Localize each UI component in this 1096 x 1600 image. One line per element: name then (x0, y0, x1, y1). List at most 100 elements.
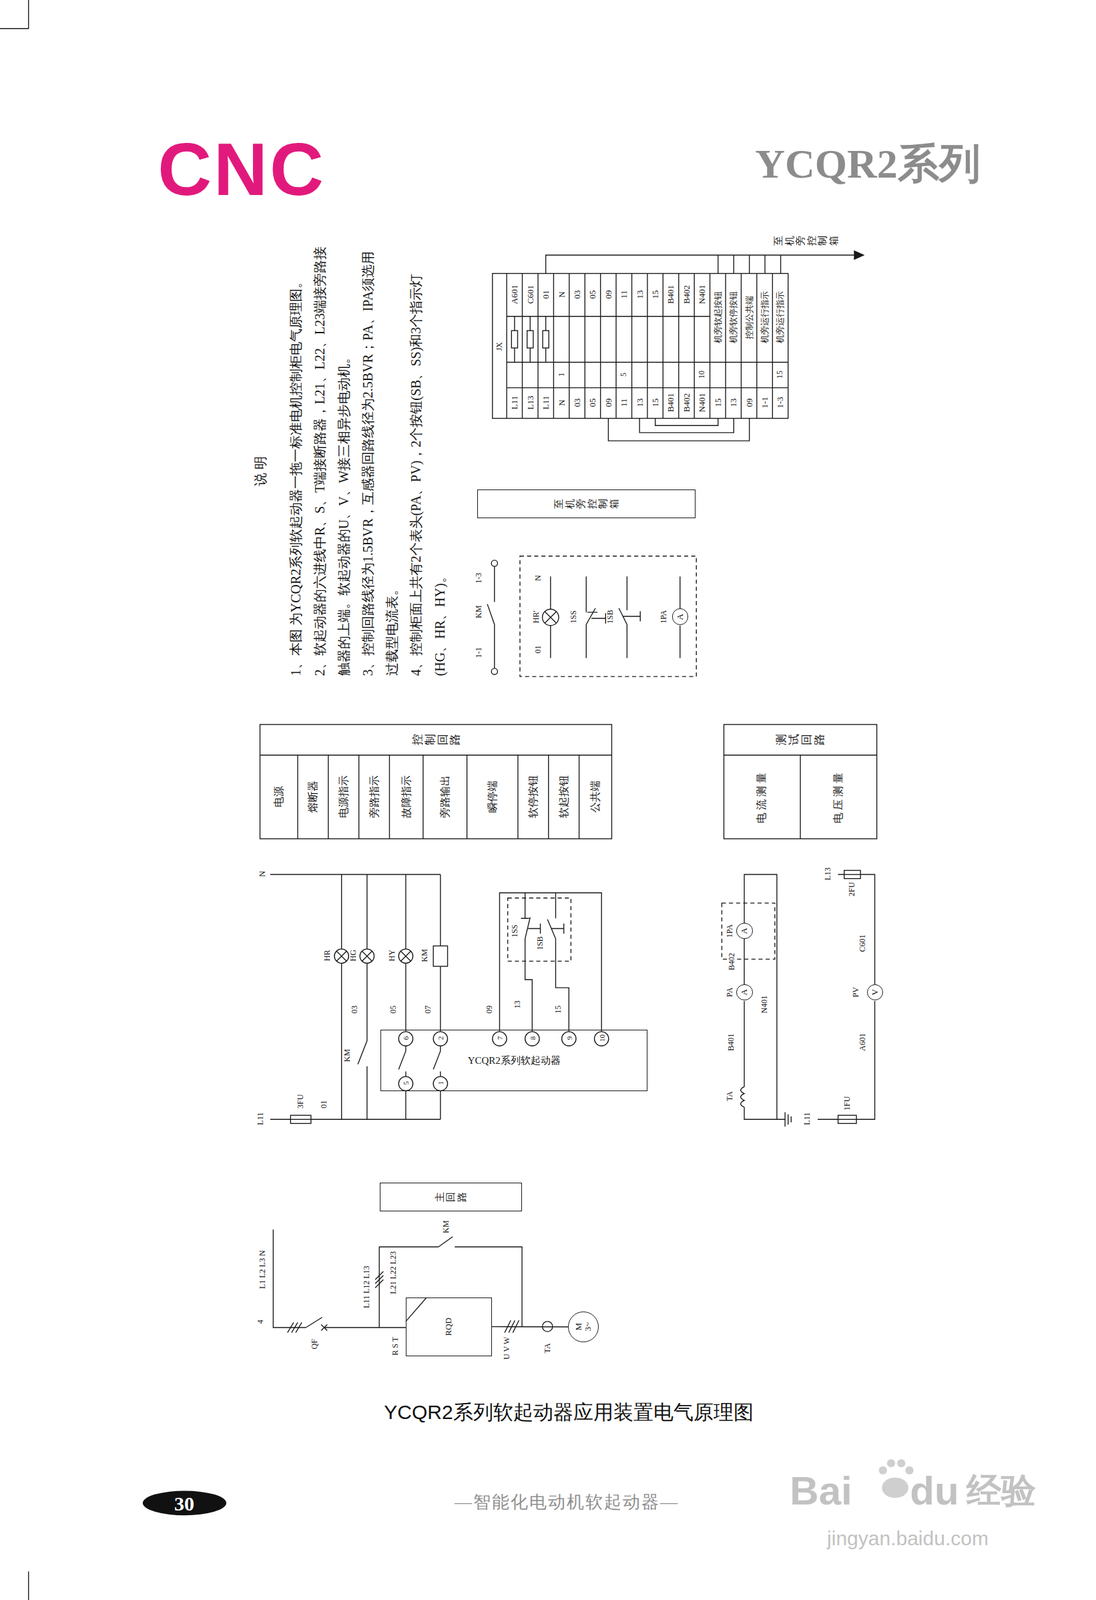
control-circuit (336, 950, 347, 961)
wire-connector (491, 1325, 569, 1327)
table-grid (723, 754, 877, 839)
series-title: YCQR2系列 (754, 140, 981, 187)
terminal-number: 7 (495, 1035, 504, 1041)
control-circuit (398, 1031, 609, 1091)
fuse-label: 3FU (296, 1093, 306, 1109)
device-label: 1SS (569, 609, 579, 624)
wire-number: N (556, 291, 567, 299)
wire-number: 09 (485, 1004, 494, 1014)
panel-wiring (586, 576, 606, 658)
terminal-label: U V W (502, 1335, 512, 1360)
destination-box: 至机旁控制箱 (477, 489, 696, 518)
terminal-label: L11 L12 L13 (362, 1264, 372, 1309)
page-decoration (881, 1477, 909, 1498)
control-circuit (290, 1118, 312, 1120)
fuse-label: 2FU (847, 881, 857, 897)
test-circuit (838, 1118, 857, 1120)
wire-number: 15 (650, 289, 660, 300)
wire-count: 4 (256, 1318, 265, 1325)
ammeter-symbol: A (736, 922, 753, 939)
main-circuit (375, 1270, 384, 1287)
wire-number: 05 (588, 289, 598, 300)
terminal-code: 09 (744, 397, 754, 408)
terminal-label: 1-1 (474, 646, 484, 659)
terminal-code: 13 (634, 397, 645, 408)
meter-label: PA (725, 986, 735, 998)
crop-mark (0, 0, 29, 1600)
page-decoration (879, 1465, 888, 1474)
table-cell: 软起按钮 (558, 774, 571, 819)
table-cell: 电流测量 (755, 768, 768, 824)
wire-number: C601 (858, 933, 868, 953)
schematic-drawing (0, 0, 914, 1600)
table-cell: 电源 (272, 784, 286, 808)
main-circuit (272, 1228, 406, 1327)
terminal-code: B402 (681, 392, 691, 413)
device-label: 1PA (659, 609, 669, 625)
terminal-number: 9 (564, 1035, 573, 1041)
ammeter-symbol: A (736, 983, 753, 1000)
terminal-code: 15 (712, 397, 723, 408)
lamp-label: HY (387, 949, 397, 962)
wire-number: N401 (697, 284, 707, 306)
notes-block: 1、本图 为YCQR2系列软起动器一拖一标准电机控制柜电气原理图。2、软起动器的… (283, 238, 452, 677)
terminal-function: 机旁软停按钮 (728, 291, 739, 345)
terminal-number: 10 (597, 1033, 606, 1042)
device-label: 1SB (606, 609, 615, 625)
breaker-label: QF (310, 1337, 320, 1349)
control-circuit (398, 1075, 413, 1090)
wire-number: 11 (619, 289, 629, 300)
control-circuit (398, 948, 413, 963)
watermark: Bai (789, 1468, 852, 1513)
terminal-strip (608, 418, 749, 442)
page-number: 30 (174, 1491, 195, 1514)
wire-number: 13 (634, 289, 645, 300)
coil-label: KM (420, 948, 430, 963)
bus-label: N (258, 870, 267, 878)
terminal-number: 8 (527, 1035, 536, 1041)
terminal-strip (514, 316, 546, 363)
control-circuit (359, 948, 374, 963)
bus-label: L13 (823, 866, 833, 881)
wire-number: 13 (513, 999, 522, 1010)
soft-starter-symbol: RQD (405, 1296, 492, 1357)
wire-number: 01 (541, 289, 551, 300)
terminal-label: 1-3 (474, 572, 484, 585)
table-cell: 旁路指示 (368, 774, 381, 819)
wire-number: 03 (572, 289, 582, 300)
button-label: 1SB (535, 935, 545, 952)
page-decoration (879, 1458, 914, 1498)
node-text: A (739, 989, 749, 996)
control-circuit (433, 1031, 448, 1046)
terminal-strip (545, 254, 855, 274)
control-circuit (521, 892, 541, 1032)
wire-number: B401 (726, 1032, 736, 1052)
test-circuit (844, 873, 861, 875)
contact-label: KM (441, 1219, 451, 1234)
lamp-label: HG (349, 949, 358, 962)
panel-wiring (491, 668, 498, 675)
terminal-code: 11 (619, 397, 629, 408)
control-circuit (361, 950, 372, 961)
transformer-label: TA (543, 1342, 553, 1354)
control-circuit (499, 892, 602, 1032)
terminal-strip (542, 330, 549, 348)
wire-number: B402 (681, 284, 691, 305)
test-circuit (740, 1085, 745, 1107)
bus-label: L11 (256, 1111, 265, 1126)
panel-wiring (487, 566, 495, 669)
main-circuit (287, 1321, 302, 1332)
table-cell: 熔断器 (307, 779, 320, 813)
table-cell: 瞬停端 (486, 779, 499, 813)
terminal-code: 05 (588, 397, 598, 408)
section-title-box: 主回路 (379, 1182, 522, 1212)
motor-symbol: M 3~ (568, 1310, 599, 1342)
table-cell: 旁路输出 (439, 774, 452, 819)
terminal-function: 机旁运行指示 (759, 291, 769, 345)
terminal-code: N (556, 399, 567, 407)
control-circuit (547, 892, 569, 1032)
main-circuit (405, 1297, 427, 1321)
panel-wiring (542, 608, 559, 625)
control-circuit (439, 874, 441, 1032)
destination-label: 至机旁控制箱 (772, 234, 839, 247)
